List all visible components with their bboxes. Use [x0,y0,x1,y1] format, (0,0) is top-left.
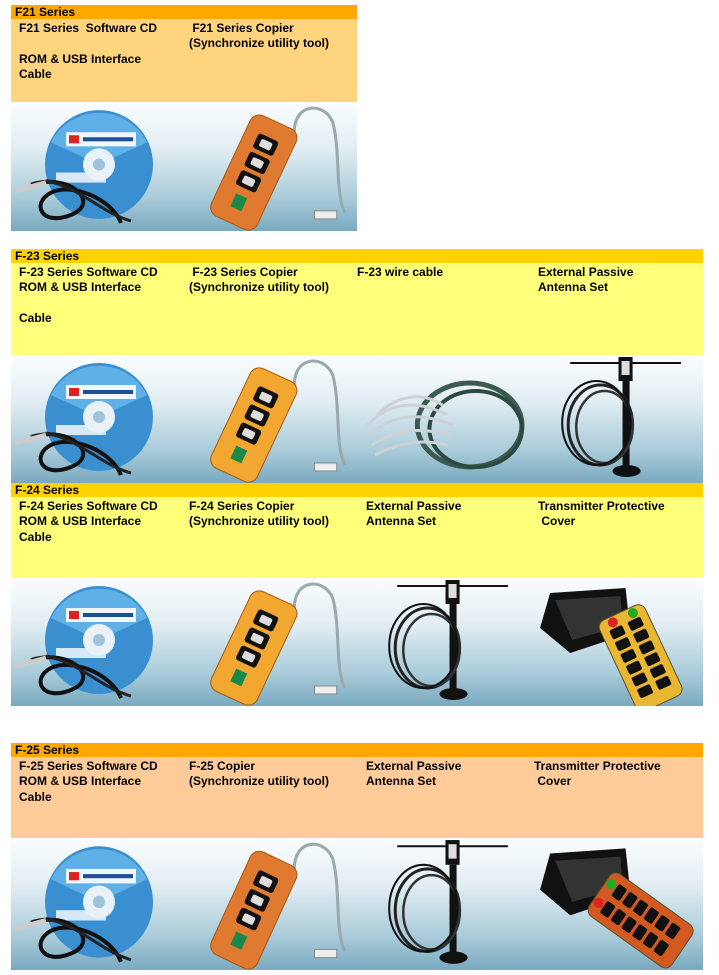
product-label-line: Transmitter Protective [538,499,665,513]
product-label-line: Cable [19,310,52,325]
product-image [530,838,703,970]
product-image [11,355,183,483]
copier-orange-image [210,842,347,970]
series-title: F-23 Series [11,249,703,263]
product-label-line: F21 Series Copier [189,21,294,35]
antenna-image [561,357,681,477]
product-label: Transmitter Protective Cover [534,759,661,790]
product-label-line: F-24 Series Software CD [19,499,158,513]
product-image [357,838,530,970]
cd-image [15,363,153,476]
wire-cable-image [365,380,525,470]
product-image [530,578,703,706]
product-label-line: F-25 Copier [189,759,256,773]
product-image [11,102,183,231]
series-info: F21 Series Software CD ROM & USB Interfac… [11,19,357,102]
product-images [11,578,703,706]
cover-red-image [540,848,694,969]
product-label: F-23 Series Copier(Synchronize utility t… [189,265,329,296]
product-label-line [19,36,157,51]
product-label: F-24 Series Copier(Synchronize utility t… [189,499,329,530]
antenna-image [388,580,508,700]
product-label-line: Cover [534,774,572,789]
product-images [11,355,703,483]
product-label-line: External Passive [538,265,634,279]
cover-image [540,588,683,706]
product-label-line: F-23 wire cable [357,265,444,279]
cd-image [15,846,153,963]
product-image [11,578,183,706]
product-label-line: F-23 Series Software CD [19,265,158,279]
product-label-line: Transmitter Protective [534,759,661,773]
product-label-line: External Passive [366,759,462,773]
product-image [357,355,530,483]
product-label-line: ROM & USB Interface [19,514,142,529]
product-label-line: F-24 Series Copier [189,499,295,513]
product-label-line: Antenna Set [538,280,609,295]
product-label: F21 Series Copier(Synchronize utility to… [189,21,329,52]
product-label-line: Cover [538,514,576,529]
product-label-line: Antenna Set [366,514,437,529]
product-label-line: F-25 Series Software CD [19,759,158,773]
product-label-line: F21 Series Software CD [19,21,158,35]
product-label-line: (Synchronize utility tool) [189,774,329,789]
product-image [530,355,703,483]
cd-image [15,586,153,699]
series-title: F-24 Series [11,483,703,497]
product-label-line [19,296,158,311]
cd-image [15,110,153,224]
product-image [11,838,183,970]
product-image [183,578,357,706]
product-label-line: ROM & USB Interface [19,280,142,295]
product-label-line: ROM & USB Interface [19,51,142,66]
product-label: F-25 Copier(Synchronize utility tool) [189,759,329,790]
series-title: F21 Series [11,5,357,19]
product-label-line: ROM & USB Interface [19,774,142,789]
copier-yellow-image [210,359,347,483]
product-label-line: Cable [19,529,52,544]
product-label: Transmitter Protective Cover [538,499,665,530]
product-images [11,102,357,231]
product-image [183,355,357,483]
antenna-image [388,840,508,964]
product-label-line: Cable [19,789,52,804]
product-label-line: External Passive [366,499,462,513]
product-label-line: F-23 Series Copier [189,265,298,279]
product-label: F-23 wire cable [357,265,443,280]
product-image [183,102,357,231]
product-label-line: (Synchronize utility tool) [189,36,329,51]
product-label-line: (Synchronize utility tool) [189,514,329,529]
product-image [357,578,530,706]
copier-yellow-image [210,582,347,706]
product-label: F21 Series Software CD ROM & USB Interfac… [19,21,157,82]
product-image [183,838,357,970]
product-images [11,838,703,970]
product-label-line: Cable [19,66,52,81]
series-title: F-25 Series [11,743,703,757]
copier-orange-image [210,106,347,231]
product-label-line: (Synchronize utility tool) [189,280,329,295]
product-label-line: Antenna Set [366,774,437,789]
